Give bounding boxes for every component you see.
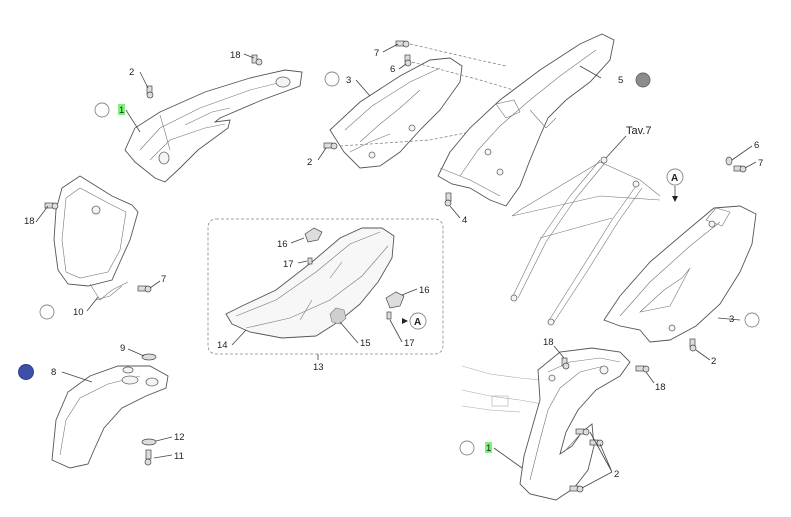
part-3-side-panel-right[interactable]	[603, 205, 757, 343]
bolt-2-mid[interactable]	[323, 142, 338, 150]
part-8-front-fender[interactable]	[51, 365, 169, 469]
callout-2-mid: 2	[307, 157, 312, 168]
callout-13: 13	[313, 362, 324, 373]
bolt-2-topleft[interactable]	[146, 85, 154, 99]
bracket-16-right[interactable]	[385, 291, 405, 309]
washer-9[interactable]	[141, 353, 157, 361]
callout-11: 11	[174, 451, 184, 462]
callout-7-top: 7	[374, 48, 379, 59]
bolt-18-br-top[interactable]	[561, 357, 570, 370]
callout-7-right: 7	[758, 158, 763, 169]
part-10-front-number-plate[interactable]	[53, 175, 139, 301]
bolt-18-left[interactable]	[44, 202, 59, 210]
callout-17-top: 17	[283, 259, 294, 270]
callout-15: 15	[360, 338, 371, 349]
callout-3-right: 3	[729, 314, 734, 325]
callout-17-right: 17	[404, 338, 415, 349]
part-15-seat-patch[interactable]	[329, 307, 347, 325]
part-14-seat[interactable]	[225, 227, 395, 339]
bolt-18-br-right[interactable]	[635, 365, 650, 373]
ref-a-label-seat: A	[414, 317, 421, 328]
callout-8: 8	[51, 367, 56, 378]
assembly-line-top	[409, 43, 507, 67]
screw-17-top[interactable]	[307, 257, 313, 265]
marker-1-top[interactable]	[94, 102, 110, 118]
marker-3-top[interactable]	[324, 71, 340, 87]
marker-5[interactable]	[635, 72, 651, 88]
assembly-line-top-2	[411, 61, 521, 93]
bolt-2-right[interactable]	[689, 338, 697, 352]
assembly-line-mid	[339, 129, 481, 147]
callout-16-top: 16	[277, 239, 288, 250]
marker-8[interactable]	[18, 364, 34, 380]
subframe-reference-tav7[interactable]	[510, 156, 661, 326]
bolt-2-br-a[interactable]	[575, 428, 590, 436]
part-3-airbox-cover-top[interactable]	[329, 57, 463, 169]
callout-tav7: Tav.7	[626, 125, 651, 137]
callout-18-br: 18	[543, 337, 554, 348]
callout-1-bottom-highlight	[485, 442, 492, 453]
bolt-6-top[interactable]	[404, 54, 412, 67]
callout-5: 5	[618, 75, 623, 86]
ref-a-circle-seat[interactable]	[409, 312, 427, 330]
screw-17-right[interactable]	[386, 311, 392, 320]
ref-a-label-top: A	[671, 173, 678, 184]
callout-3-top: 3	[346, 75, 351, 86]
ref-a-circle-top[interactable]	[666, 168, 684, 186]
callout-7-left: 7	[161, 274, 166, 285]
callout-9: 9	[120, 343, 125, 354]
callout-18-br-2: 18	[655, 382, 666, 393]
callout-18-left: 18	[24, 216, 35, 227]
marker-1-bottom[interactable]	[459, 440, 475, 456]
bolt-6-right[interactable]	[725, 156, 733, 166]
bolt-18-top[interactable]	[251, 54, 263, 66]
callout-16-right: 16	[419, 285, 430, 296]
bolt-2-br-c[interactable]	[569, 485, 584, 493]
callout-18-top: 18	[230, 50, 241, 61]
bolt-7-top[interactable]	[395, 40, 410, 48]
callout-2-topleft: 2	[129, 67, 134, 78]
bolt-11[interactable]	[144, 449, 152, 466]
frame-outline-background	[461, 365, 543, 413]
callout-6-top: 6	[390, 64, 395, 75]
bolt-2-br-b[interactable]	[589, 439, 604, 447]
callout-1-top-highlight	[118, 104, 125, 115]
callout-6-right: 6	[754, 140, 759, 151]
marker-10[interactable]	[39, 304, 55, 320]
callout-10: 10	[73, 307, 84, 318]
callout-2-right: 2	[711, 356, 716, 367]
part-1-side-panel-top[interactable]	[124, 69, 303, 183]
callout-4: 4	[462, 215, 467, 226]
bolt-7-left[interactable]	[137, 285, 152, 293]
bolt-4[interactable]	[444, 192, 452, 207]
callout-2-br: 2	[614, 469, 619, 480]
seat-group-box	[207, 218, 444, 355]
callout-14: 14	[217, 340, 228, 351]
callout-12: 12	[174, 432, 185, 443]
part-5-rear-fender[interactable]	[437, 33, 615, 207]
callout-1-top: 1	[119, 105, 124, 116]
marker-3-right[interactable]	[744, 312, 760, 328]
callout-1-bottom: 1	[486, 443, 491, 454]
bracket-16-top[interactable]	[304, 227, 323, 243]
washer-12[interactable]	[141, 438, 157, 446]
bolt-7-right[interactable]	[733, 165, 747, 173]
